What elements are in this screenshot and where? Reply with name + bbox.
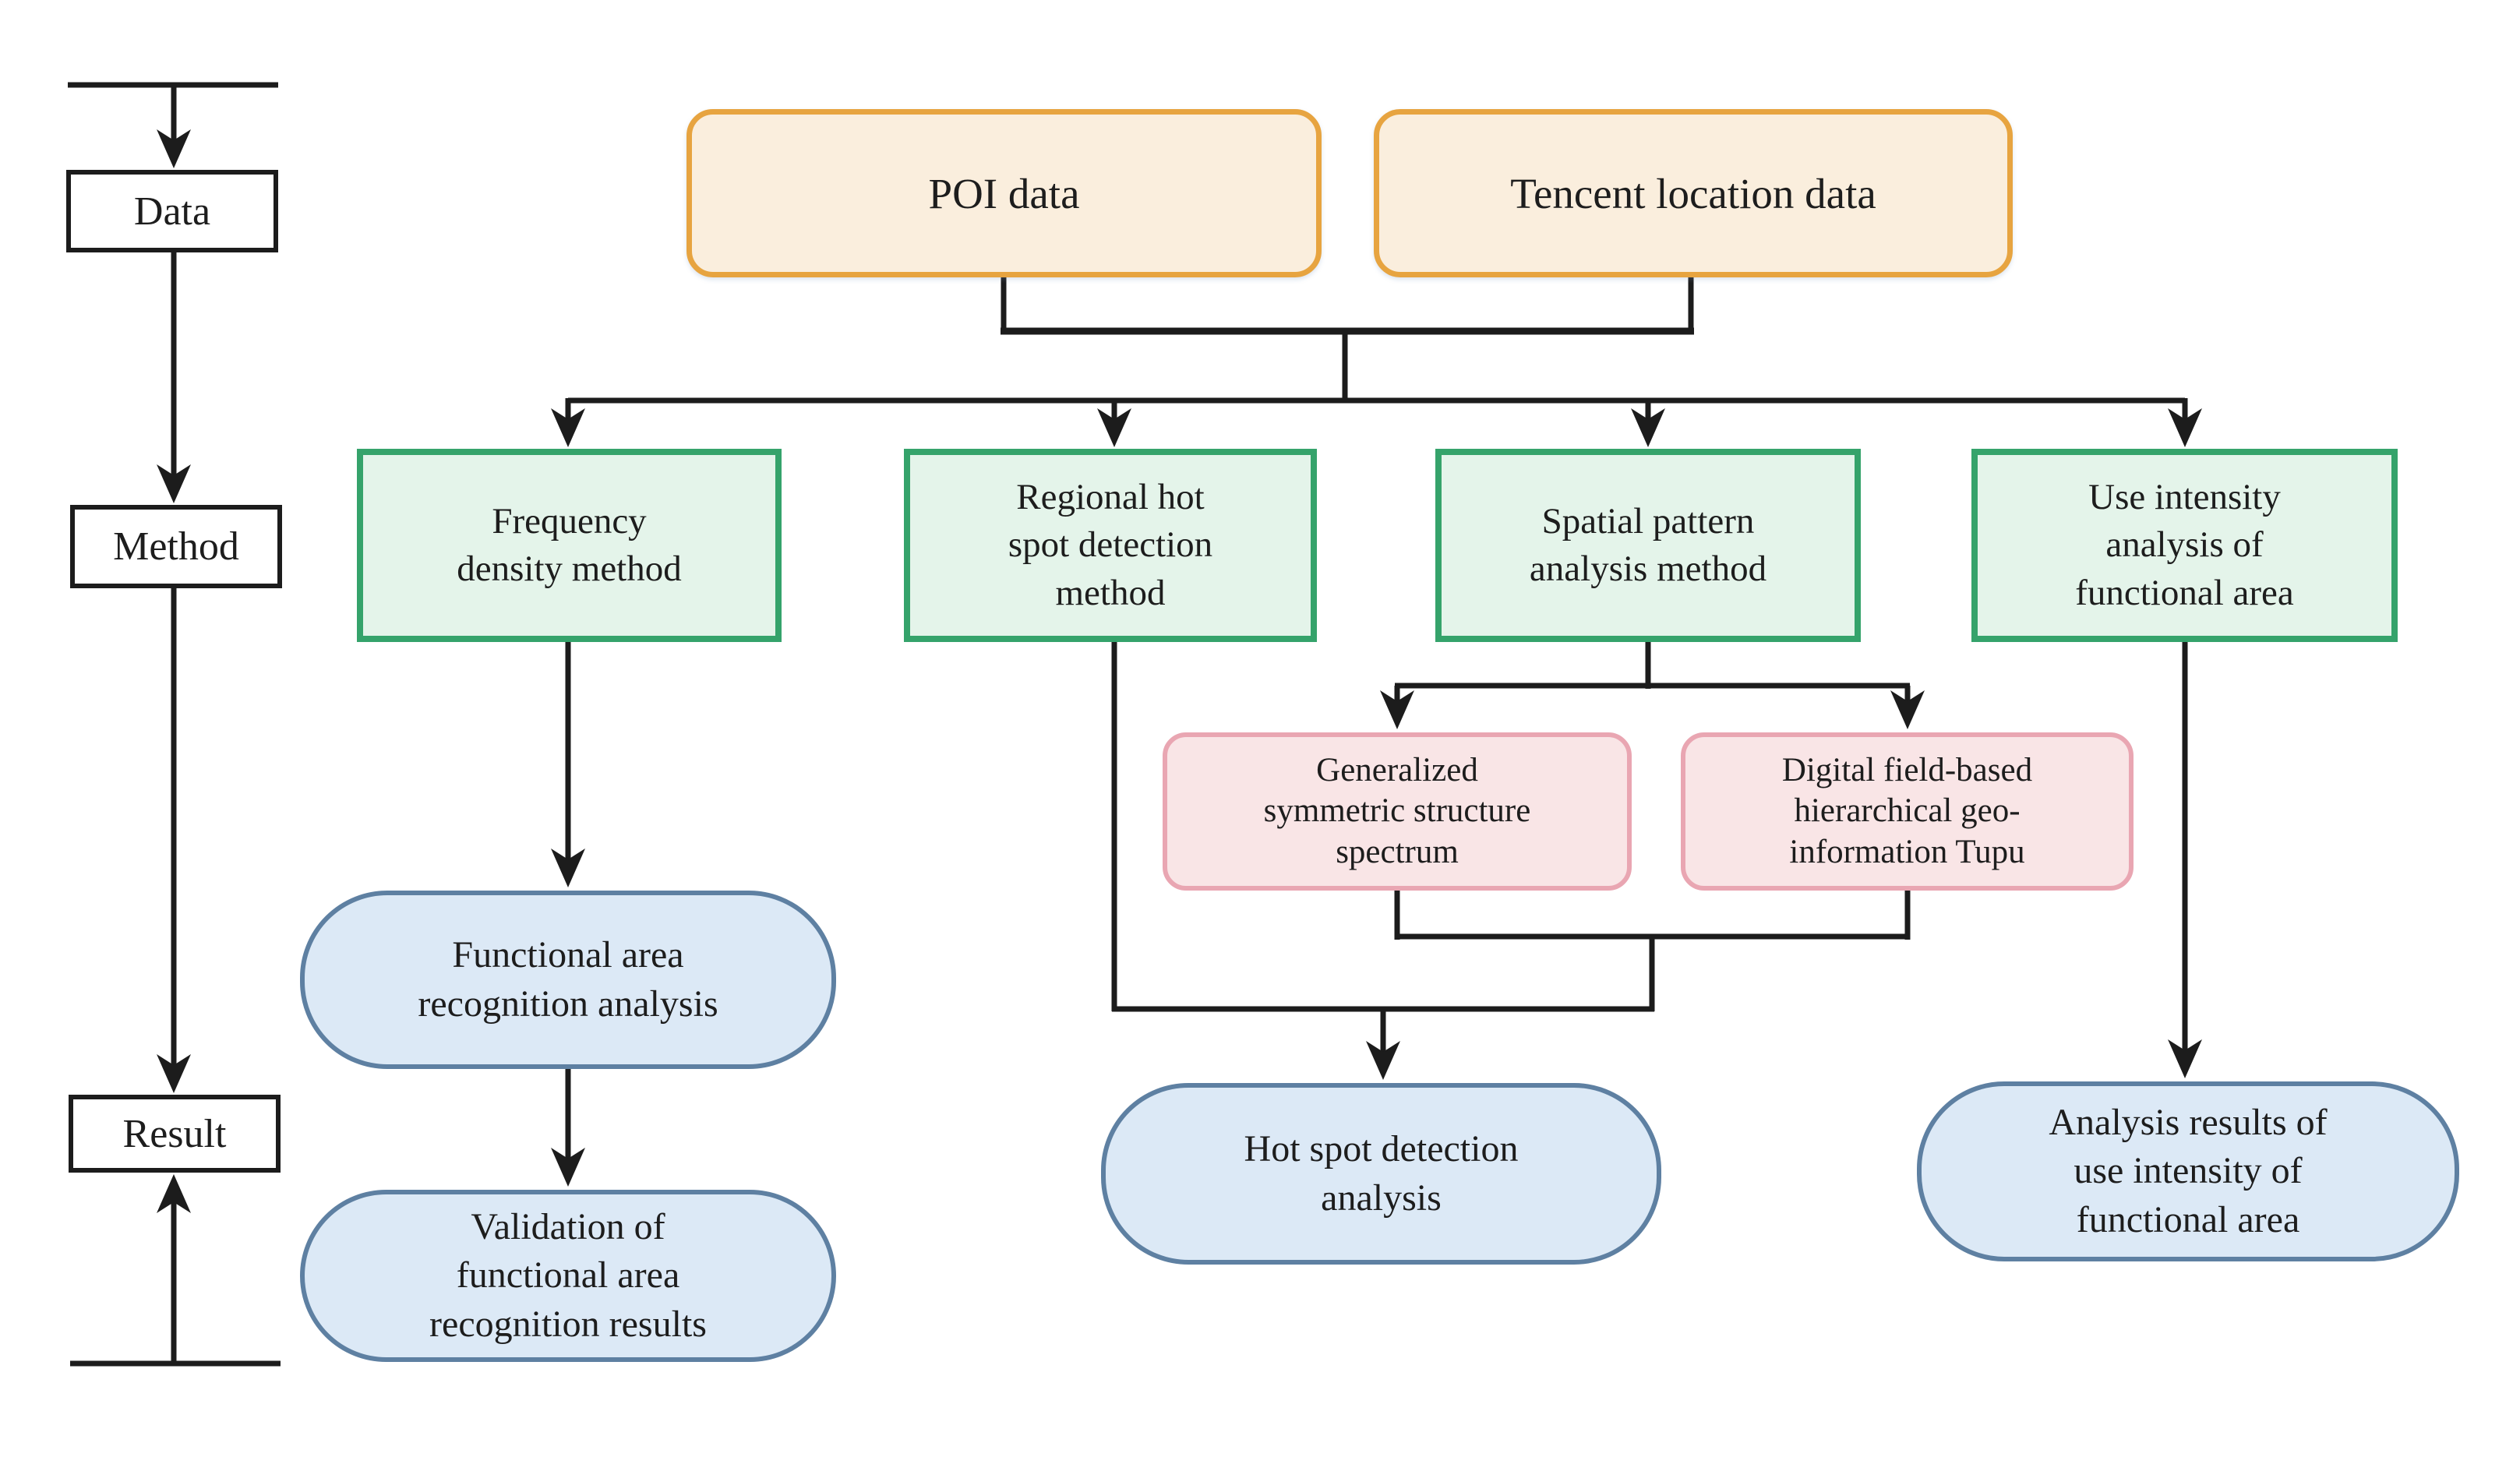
node-generalized-symmetric-structure-spectrum-label: Generalized symmetric structure spectrum (1263, 751, 1531, 870)
node-digital-field-based-tupu-label: Digital field-based hierarchical geo- in… (1781, 751, 2033, 870)
node-functional-area-recognition-analysis: Functional area recognition analysis (300, 891, 836, 1069)
node-validation-of-recognition-results-label: Validation of functional area recognitio… (429, 1205, 707, 1345)
node-poi-data-label: POI data (928, 169, 1080, 217)
node-use-intensity-analysis: Use intensity analysis of functional are… (1971, 449, 2398, 642)
node-use-intensity-analysis-label: Use intensity analysis of functional are… (2075, 477, 2294, 613)
node-spatial-pattern-analysis-method: Spatial pattern analysis method (1435, 449, 1861, 642)
node-analysis-results-use-intensity: Analysis results of use intensity of fun… (1917, 1081, 2459, 1261)
rail-method-label: Method (113, 524, 239, 569)
node-regional-hot-spot-detection-method-label: Regional hot spot detection method (1008, 477, 1213, 613)
node-hot-spot-detection-analysis: Hot spot detection analysis (1101, 1083, 1661, 1265)
rail-data-label: Data (133, 189, 211, 234)
node-poi-data: POI data (686, 109, 1322, 277)
node-hot-spot-detection-analysis-label: Hot spot detection analysis (1244, 1128, 1519, 1219)
node-generalized-symmetric-structure-spectrum: Generalized symmetric structure spectrum (1163, 732, 1632, 891)
node-frequency-density-method: Frequency density method (357, 449, 782, 642)
rail-box-method: Method (70, 505, 282, 588)
node-regional-hot-spot-detection-method: Regional hot spot detection method (904, 449, 1317, 642)
rail-box-result: Result (69, 1095, 281, 1173)
node-tencent-location-data-label: Tencent location data (1510, 169, 1876, 217)
node-functional-area-recognition-analysis-label: Functional area recognition analysis (418, 934, 718, 1025)
node-frequency-density-method-label: Frequency density method (457, 500, 682, 589)
node-digital-field-based-tupu: Digital field-based hierarchical geo- in… (1681, 732, 2134, 891)
node-tencent-location-data: Tencent location data (1374, 109, 2013, 277)
rail-result-label: Result (122, 1111, 227, 1156)
node-analysis-results-use-intensity-label: Analysis results of use intensity of fun… (2049, 1101, 2328, 1240)
rail-box-data: Data (66, 170, 278, 252)
node-validation-of-recognition-results: Validation of functional area recognitio… (300, 1190, 836, 1362)
node-spatial-pattern-analysis-method-label: Spatial pattern analysis method (1529, 500, 1767, 589)
